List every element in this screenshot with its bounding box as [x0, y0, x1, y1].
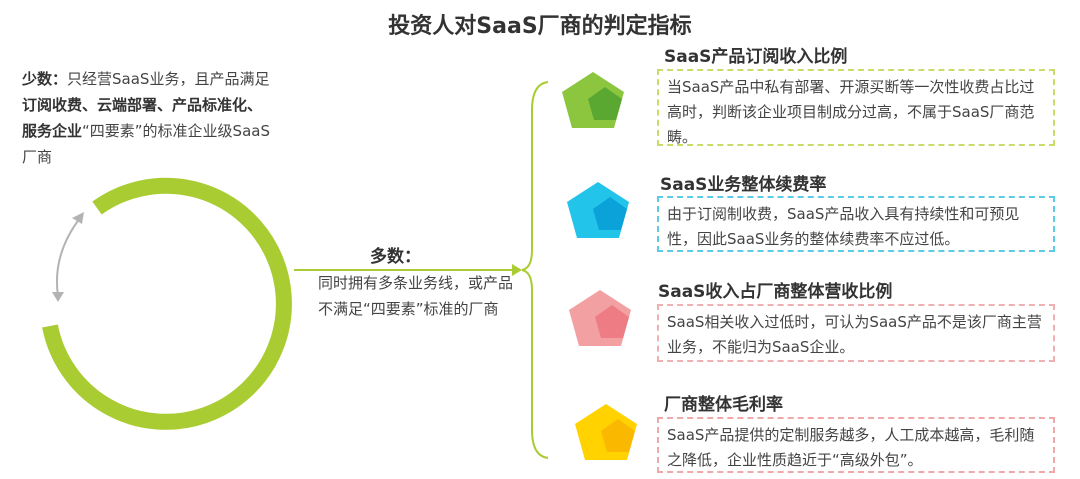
connector-arrowhead [512, 264, 522, 276]
criterion-2-title: SaaS业务整体续费率 [660, 175, 827, 195]
minority-description: 少数：只经营SaaS业务，且产品满足订阅收费、云端部署、产品标准化、服务企业“四… [22, 66, 272, 170]
minority-lead: 少数： [22, 70, 68, 88]
criterion-1-title: SaaS产品订阅收入比例 [664, 47, 848, 67]
criterion-3-box: SaaS相关收入过低时，可认为SaaS产品不是该厂商主营业务，不能归为SaaS企… [657, 304, 1055, 362]
majority-description: 同时拥有多条业务线，或产品不满足“四要素”标准的厂商 [318, 274, 514, 318]
majority-title: 多数： [370, 247, 421, 267]
bracket [521, 81, 549, 459]
ring-arc [42, 177, 292, 430]
criterion-4-title: 厂商整体毛利率 [664, 395, 783, 415]
minority-text-1: 只经营SaaS业务，且产品满足 [67, 70, 270, 88]
double-arrow-head-bottom [52, 292, 64, 302]
pentagon-icon-4 [575, 404, 637, 460]
pentagon-icon-3 [569, 290, 631, 346]
minority-text-2: “四要素”的标准企业级SaaS厂商 [22, 122, 270, 166]
criterion-1-box: 当SaaS产品中私有部署、开源买断等一次性收费占比过高时，判断该企业项目制成分过… [657, 69, 1055, 146]
criterion-3-title: SaaS收入占厂商整体营收比例 [658, 282, 893, 302]
pentagon-icon-2 [567, 182, 629, 238]
criterion-2-box: 由于订阅制收费，SaaS产品收入具有持续性和可预见性，因此SaaS业务的整体续费… [657, 196, 1055, 252]
double-arrow-head-top [72, 212, 84, 224]
double-arrow [55, 217, 81, 297]
pentagon-icon-1 [562, 72, 624, 128]
page-title: 投资人对SaaS厂商的判定指标 [388, 14, 692, 39]
criterion-4-box: SaaS产品提供的定制服务越多，人工成本越高，毛利随之降低，企业性质趋近于“高级… [657, 417, 1055, 473]
minority-four-elements: 订阅收费、云端部署、产品标准化、服务企业 [22, 96, 263, 140]
